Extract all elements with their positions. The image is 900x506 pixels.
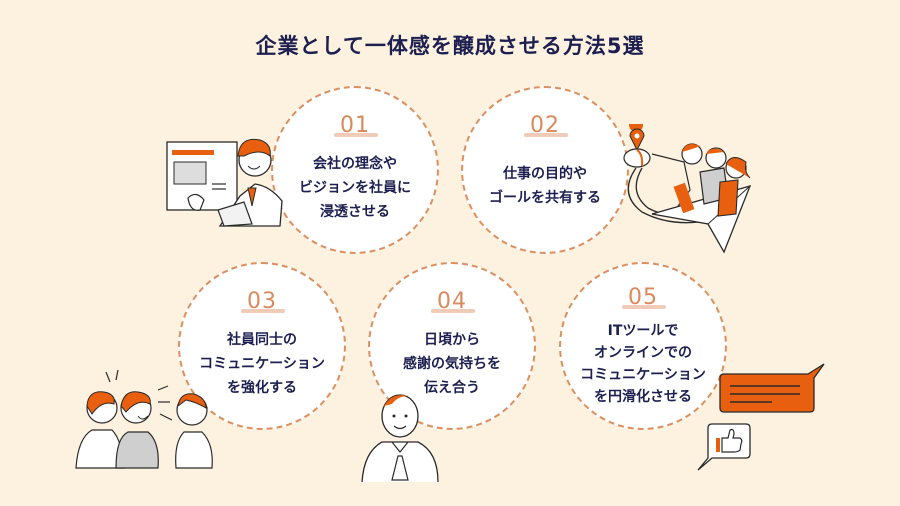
method-number: 01 — [334, 113, 378, 138]
paper-plane-team-illustration — [612, 124, 762, 260]
grateful-man-illustration — [356, 384, 446, 484]
coworkers-chat-illustration — [72, 368, 222, 473]
method-circle-01: 01 会社の理念や ビジョンを社員に 浸透させる — [271, 86, 439, 254]
chat-bubbles-illustration — [690, 362, 830, 474]
method-circle-03: 03 社員同士の コミュニケーション を強化する — [178, 262, 346, 430]
method-number: 05 — [622, 285, 666, 310]
method-label: 会社の理念や ビジョンを社員に 浸透させる — [299, 156, 411, 220]
grateful-man-icon — [361, 394, 439, 483]
method-label: 日頃から 感謝の気持ちを 伝え合う — [403, 332, 501, 396]
method-circle-02: 02 仕事の目的や ゴールを共有する — [461, 86, 629, 254]
method-number: 02 — [524, 113, 568, 138]
thumbs-up-icon — [716, 438, 720, 452]
coworkers-icon — [75, 369, 213, 469]
method-circle-05: 05 ITツールで オンラインでの コミュニケーション を円滑化させる — [559, 262, 727, 430]
paper-plane-icon — [623, 124, 752, 254]
method-label: 仕事の目的や ゴールを共有する — [489, 166, 601, 206]
method-label: 社員同士の コミュニケーション を強化する — [199, 332, 325, 396]
method-number: 03 — [241, 289, 285, 314]
chat-bubble-icon — [697, 363, 825, 471]
presenter-icon — [166, 138, 283, 227]
method-number: 04 — [431, 289, 475, 314]
presenter-illustration — [160, 126, 290, 236]
page-title: 企業として一体感を醸成させる方法5選 — [255, 34, 645, 58]
method-label: ITツールで オンラインでの コミュニケーション を円滑化させる — [580, 323, 706, 405]
